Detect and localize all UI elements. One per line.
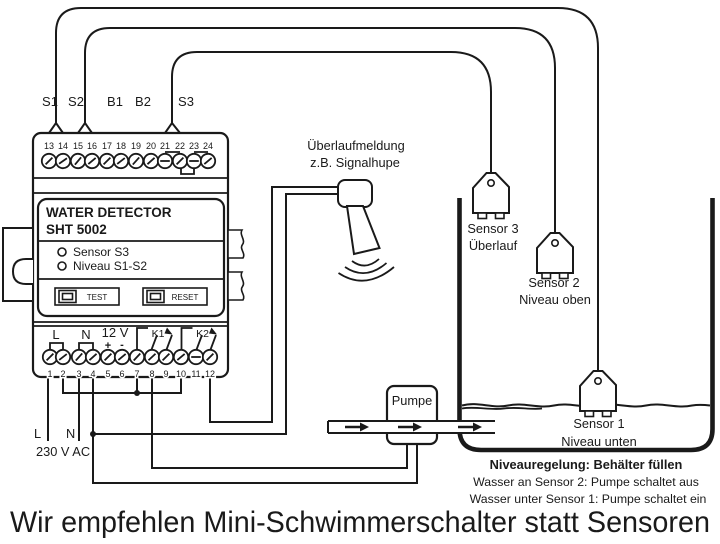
svg-text:22: 22 xyxy=(175,141,185,151)
wire-s3-to-sensor3 xyxy=(164,51,492,173)
sensor-wires xyxy=(48,7,599,371)
sensor-1 xyxy=(579,370,617,418)
l-bridge xyxy=(49,342,64,350)
test-button: TEST xyxy=(54,287,120,306)
wire-s2-to-sensor2 xyxy=(77,27,556,233)
top-wiring-labels: S1 S2 B1 B2 S3 xyxy=(42,94,194,109)
sound-waves-icon xyxy=(338,258,395,282)
cable-stub-2 xyxy=(227,271,245,301)
minus-label: - xyxy=(120,339,124,351)
terminal-n-label: N xyxy=(81,327,90,342)
label-b2: B2 xyxy=(135,94,151,109)
svg-text:4: 4 xyxy=(90,369,95,379)
pipe-walls xyxy=(327,420,495,434)
sensor1-name: Sensor 1 xyxy=(573,416,624,431)
svg-text:11: 11 xyxy=(191,369,200,379)
level-control-title: Niveauregelung: Behälter füllen xyxy=(490,457,683,472)
svg-text:6: 6 xyxy=(119,369,124,379)
svg-text:9: 9 xyxy=(163,369,168,379)
mains-voltage-label: 230 V AC xyxy=(36,444,90,459)
level-control-rule1: Wasser an Sensor 2: Pumpe schaltet aus xyxy=(473,475,699,489)
svg-text:21: 21 xyxy=(160,141,170,151)
mains-l-label: L xyxy=(34,426,41,441)
reset-button-label: RESET xyxy=(172,293,199,302)
signal-horn xyxy=(337,179,395,282)
svg-text:10: 10 xyxy=(176,369,186,379)
cable-stub-1 xyxy=(227,229,245,259)
svg-text:18: 18 xyxy=(116,141,126,151)
front-panel xyxy=(36,197,226,318)
svg-text:2: 2 xyxy=(60,369,65,379)
reset-button: RESET xyxy=(142,287,208,306)
water-line-2 xyxy=(461,406,543,410)
caption: Wir empfehlen Mini-Schwimmerschalter sta… xyxy=(10,506,710,539)
n-bridge xyxy=(78,342,94,350)
led-niveau-label: Niveau S1-S2 xyxy=(73,259,147,273)
label-b1: B1 xyxy=(107,94,123,109)
wire-s1-to-sensor1 xyxy=(48,7,599,371)
sensor-2 xyxy=(536,232,574,280)
wire-k1-to-pump xyxy=(151,365,408,469)
svg-text:8: 8 xyxy=(149,369,154,379)
led-sensor-s3-icon xyxy=(57,247,67,257)
horn-caption-line1: Überlaufmeldung xyxy=(307,138,404,153)
device-model: SHT 5002 xyxy=(46,222,107,237)
label-s3: S3 xyxy=(178,94,194,109)
device-title: WATER DETECTOR xyxy=(46,205,172,220)
horn-caption-line2: z.B. Signalhupe xyxy=(310,155,400,170)
svg-text:7: 7 xyxy=(134,369,139,379)
sensor-3 xyxy=(472,172,510,220)
sensor2-name: Sensor 2 xyxy=(528,275,579,290)
din-clip-slot xyxy=(11,258,33,285)
pipe xyxy=(327,420,495,434)
led-sensor-s3-label: Sensor S3 xyxy=(73,245,129,259)
relay-k1-symbol: K1 xyxy=(136,327,173,352)
tank-outline xyxy=(457,198,715,453)
svg-text:15: 15 xyxy=(73,141,83,151)
svg-text:17: 17 xyxy=(102,141,112,151)
lower-wiring xyxy=(47,186,418,484)
sensor1-level: Niveau unten xyxy=(561,434,636,449)
svg-text:1: 1 xyxy=(47,369,52,379)
svg-text:20: 20 xyxy=(146,141,156,151)
sensor2-level: Niveau oben xyxy=(519,292,591,307)
junction-dot xyxy=(90,431,96,437)
plus-label: + xyxy=(105,340,111,352)
bottom-terminal-numbers: 1 2 3 4 5 6 7 8 9 10 11 12 xyxy=(46,368,217,381)
horn-body xyxy=(337,179,373,208)
flow-arrows xyxy=(345,422,482,432)
relay-k2-symbol: K2 xyxy=(180,327,217,352)
terminal-l-label: L xyxy=(52,327,59,342)
wire-n-to-pump xyxy=(92,365,418,484)
wire-k2-to-horn xyxy=(209,186,338,423)
water-detector-device: 13 14 15 16 17 18 19 20 21 22 23 24 WATE… xyxy=(2,131,245,381)
junction-dot xyxy=(134,390,140,396)
svg-text:12: 12 xyxy=(205,369,215,379)
sensor3-name: Sensor 3 xyxy=(467,221,518,236)
svg-text:24: 24 xyxy=(203,141,213,151)
svg-text:13: 13 xyxy=(44,141,54,151)
pump-label: Pumpe xyxy=(392,393,433,408)
mains-n-label: N xyxy=(66,426,75,441)
svg-text:23: 23 xyxy=(189,141,199,151)
k2-label: K2 xyxy=(196,328,209,340)
wire-horn-to-n xyxy=(93,193,338,435)
label-s2: S2 xyxy=(68,94,84,109)
svg-text:19: 19 xyxy=(131,141,141,151)
test-button-label: TEST xyxy=(87,293,108,302)
level-control-rule2: Wasser unter Sensor 1: Pumpe schaltet ei… xyxy=(470,492,707,506)
top-terminal-numbers: 13 14 15 16 17 18 19 20 21 22 23 24 xyxy=(44,141,213,151)
k1-label: K1 xyxy=(152,328,165,340)
horn-bell xyxy=(345,205,381,256)
svg-text:14: 14 xyxy=(58,141,68,151)
svg-text:16: 16 xyxy=(87,141,97,151)
svg-text:3: 3 xyxy=(76,369,81,379)
sensor3-level: Überlauf xyxy=(469,238,518,253)
terminal-12v-label: 12 V xyxy=(102,325,129,340)
svg-text:5: 5 xyxy=(105,369,110,379)
terminal-jumpers xyxy=(165,151,208,175)
label-s1: S1 xyxy=(42,94,58,109)
led-niveau-icon xyxy=(57,261,67,271)
